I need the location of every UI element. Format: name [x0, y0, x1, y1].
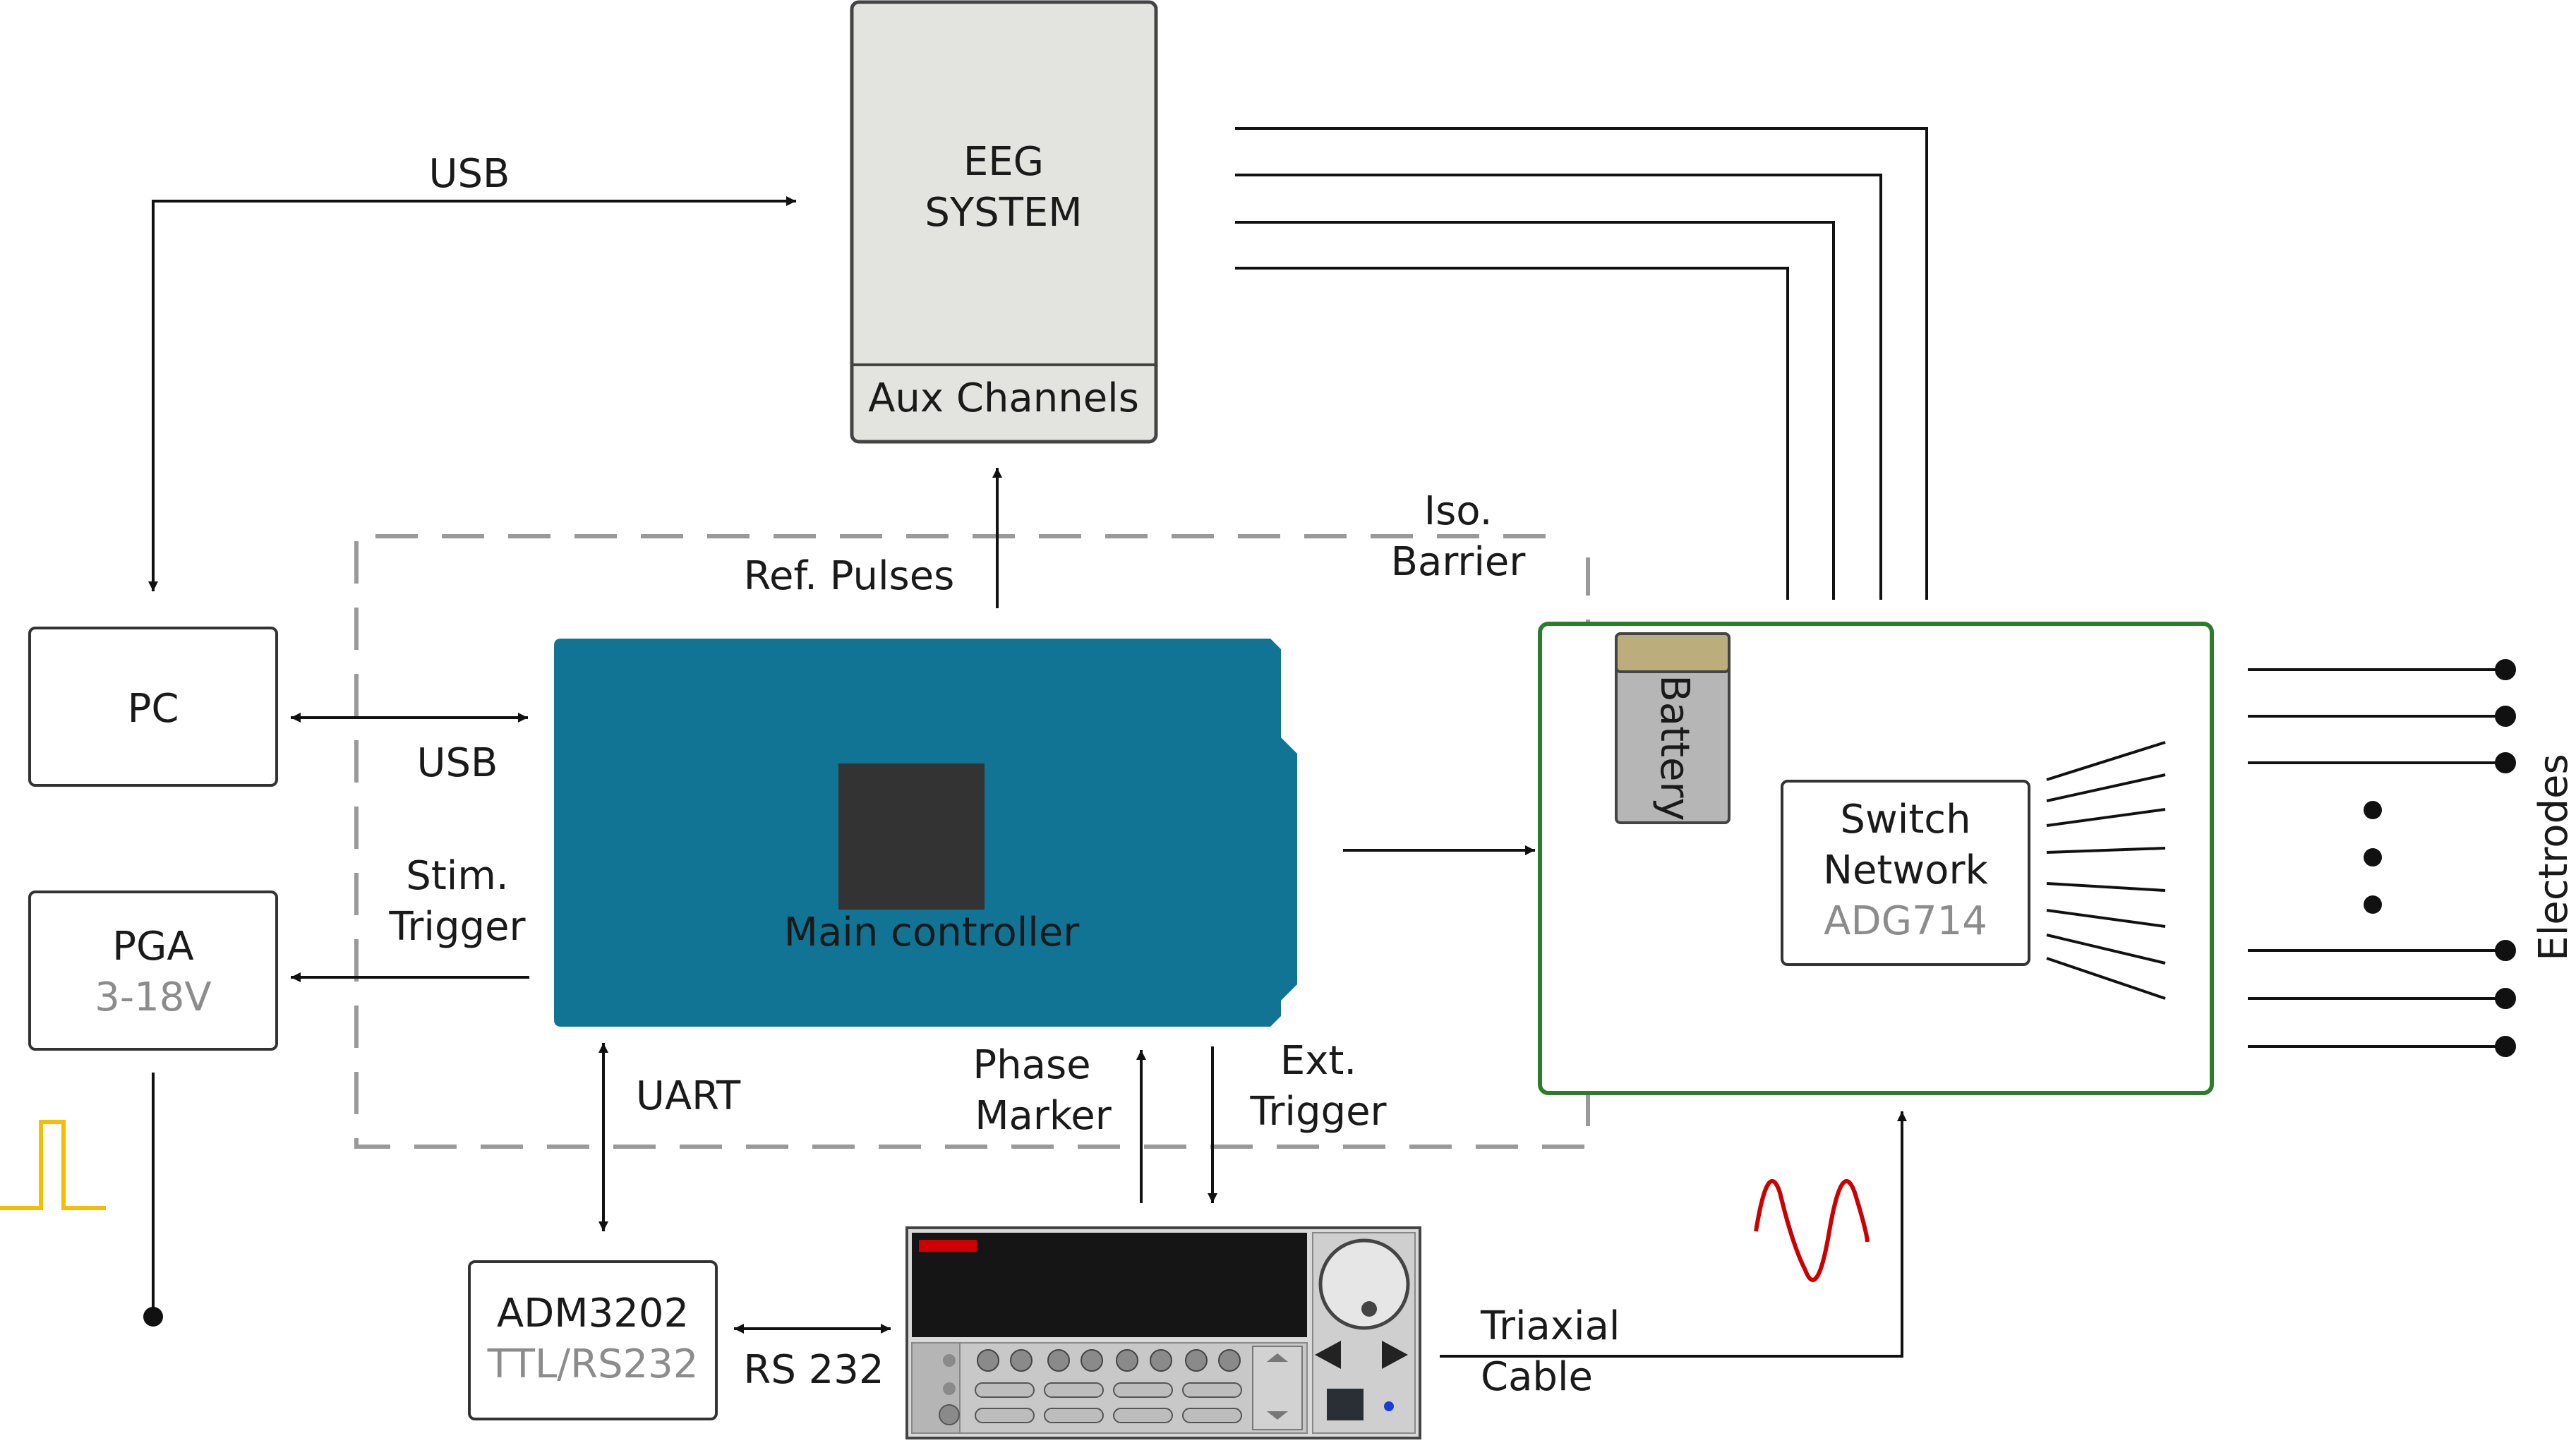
- electrodes-label: Electrodes: [2531, 754, 2576, 960]
- pc-label: PC: [128, 686, 179, 732]
- switch-network-block: Switch Network ADG714: [1781, 780, 2030, 966]
- source-meter-instrument: [905, 1226, 1421, 1439]
- isolation-barrier: [354, 534, 1590, 1149]
- iso-label-line2: Barrier: [1391, 539, 1527, 585]
- usb-pc-eeg-link: [148, 196, 796, 591]
- sine-waveform: [1754, 1178, 1870, 1282]
- switch-part-number: ADG714: [1824, 898, 1987, 944]
- pga-pulse-waveform: [0, 1120, 106, 1210]
- eeg-electrode-wires: [1235, 127, 1928, 600]
- pc-block: PC: [28, 627, 278, 787]
- ext-label-line1: Ext.: [1280, 1038, 1356, 1084]
- triaxial-cable: [1440, 1111, 1907, 1358]
- switch-fanout-lines: [2046, 741, 2166, 1000]
- battery-label: Battery: [1651, 675, 1697, 821]
- triaxial-label-line2: Cable: [1481, 1354, 1593, 1400]
- eeg-title-line2: SYSTEM: [925, 190, 1082, 236]
- usb-top-label: USB: [429, 151, 510, 197]
- pga-output-terminal: [143, 1307, 163, 1327]
- main-controller-label: Main controller: [784, 910, 1081, 955]
- phase-label-line1: Phase: [973, 1042, 1090, 1088]
- battery-block: Battery: [1615, 632, 1731, 824]
- adm3202-block: ADM3202 TTL/RS232: [468, 1260, 718, 1420]
- stim-label-line1: Stim.: [406, 853, 508, 899]
- adm-sub-label: TTL/RS232: [487, 1341, 699, 1387]
- eeg-system-block: EEG SYSTEM Aux Channels: [850, 0, 1158, 444]
- electrode-leads: [2248, 659, 2516, 1057]
- adm-label: ADM3202: [497, 1291, 689, 1336]
- instrument-knob: [1318, 1238, 1410, 1330]
- main-controller-board: Main controller: [554, 639, 1297, 1027]
- ext-label-line2: Trigger: [1249, 1089, 1387, 1135]
- pga-block: PGA 3-18V: [28, 890, 278, 1051]
- ref-pulses-label: Ref. Pulses: [744, 553, 955, 599]
- controller-chip: [838, 763, 985, 910]
- phase-label-line2: Marker: [975, 1093, 1112, 1139]
- triaxial-label-line1: Triaxial: [1480, 1303, 1620, 1349]
- rs232-label: RS 232: [743, 1347, 884, 1393]
- eeg-title-line1: EEG: [963, 139, 1044, 185]
- uart-label: UART: [636, 1073, 741, 1119]
- pga-voltage: 3-18V: [95, 974, 211, 1020]
- switch-line1: Switch: [1840, 797, 1970, 843]
- instrument-display-indicator: [919, 1240, 977, 1252]
- stim-label-line2: Trigger: [388, 904, 526, 950]
- iso-label-line1: Iso.: [1424, 488, 1493, 534]
- eeg-aux-channels: Aux Channels: [868, 375, 1139, 421]
- usb-mid-label: USB: [417, 740, 498, 786]
- electrode-ellipsis: [2364, 801, 2382, 914]
- switch-line2: Network: [1823, 847, 1988, 893]
- pga-label: PGA: [112, 924, 193, 970]
